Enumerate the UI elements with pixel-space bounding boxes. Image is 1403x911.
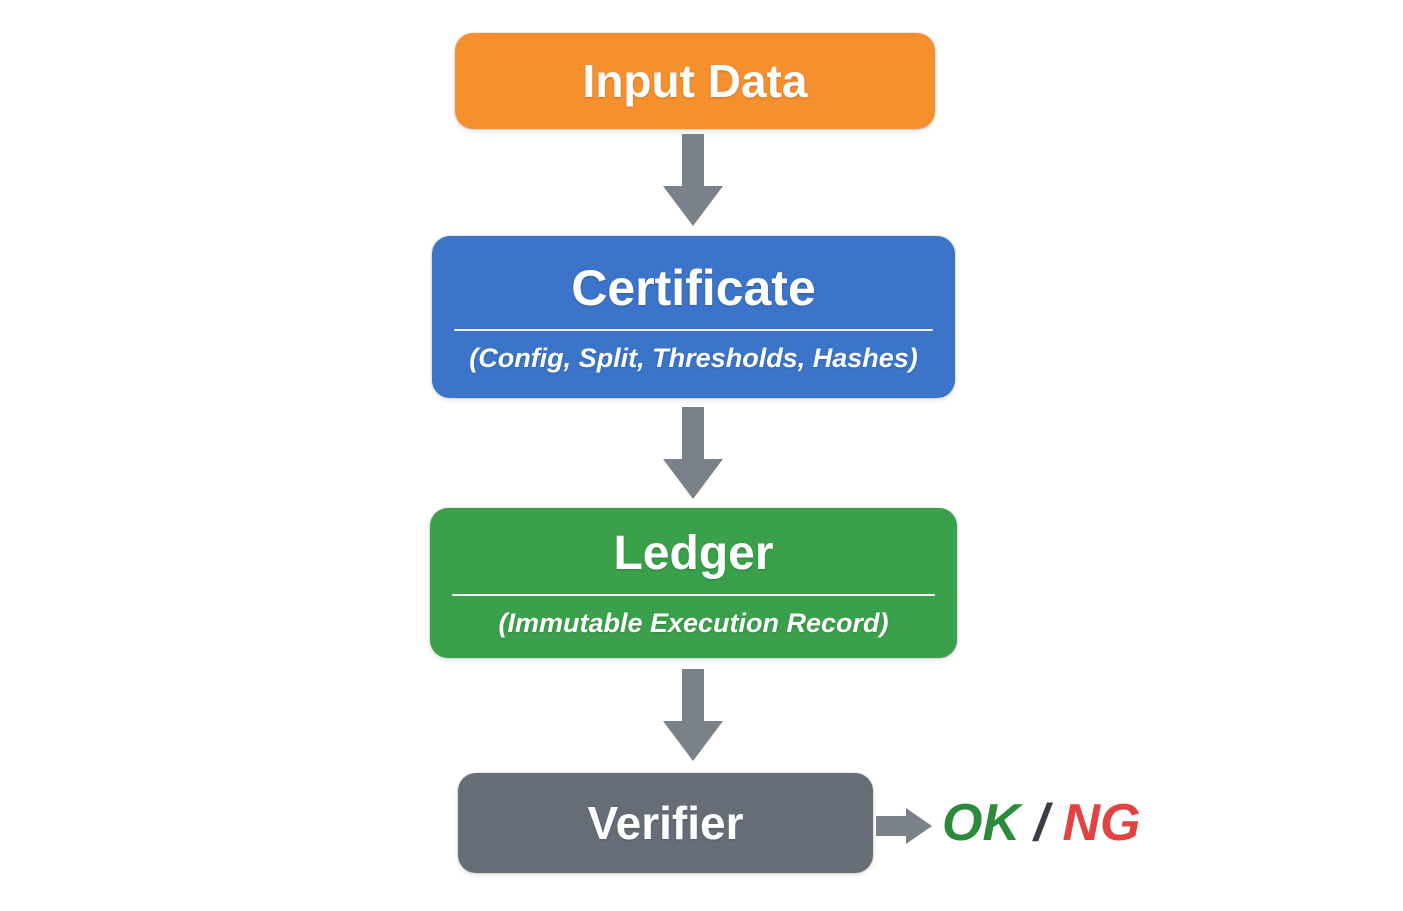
down-arrow-icon [663,669,723,761]
node-ledger-subtitle: (Immutable Execution Record) [498,607,889,638]
result-ng-label: NG [1062,794,1141,852]
node-input-data: Input Data [455,33,935,129]
node-certificate-subtitle: (Config, Split, Thresholds, Hashes) [469,342,918,373]
down-arrow-shape [663,134,723,226]
result-ok-label: OK [942,794,1020,852]
down-arrow-shape [663,669,723,761]
right-arrow-icon [876,808,932,844]
down-arrow-shape [663,407,723,499]
node-ledger-title: Ledger [613,526,774,580]
divider [452,593,935,596]
verification-result: OK / NG [942,773,1140,873]
node-input-data-title: Input Data [582,55,808,107]
node-certificate: Certificate (Config, Split, Thresholds, … [432,236,955,398]
node-ledger: Ledger (Immutable Execution Record) [430,508,957,658]
divider [454,328,933,331]
down-arrow-icon [663,407,723,499]
down-arrow-icon [663,134,723,226]
node-certificate-title: Certificate [571,259,816,316]
result-separator: / [1034,794,1049,852]
right-arrow-shape [876,808,932,844]
node-verifier-title: Verifier [587,797,744,849]
node-verifier: Verifier [458,773,873,873]
